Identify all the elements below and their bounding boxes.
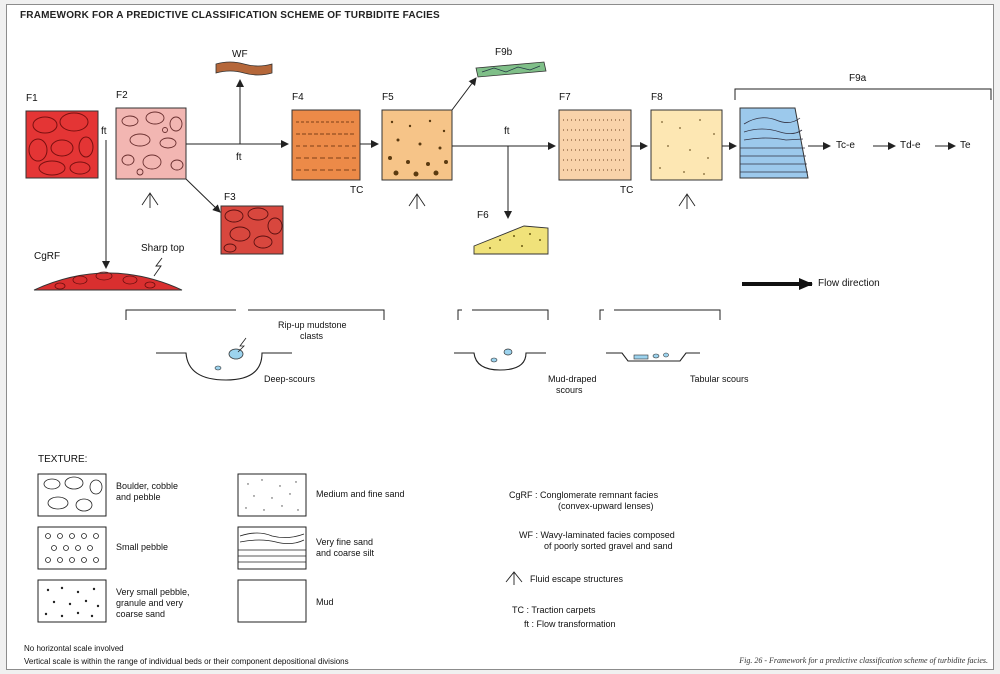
fluid-escape-symbols bbox=[141, 192, 696, 209]
facies-f6-wedge bbox=[473, 225, 549, 255]
label-ft-main: ft bbox=[236, 152, 242, 163]
facies-f3-box bbox=[220, 205, 284, 255]
label-tc-f4: TC bbox=[350, 185, 364, 196]
label-flow-direction: Flow direction bbox=[818, 278, 880, 289]
deep-scour-profile bbox=[156, 337, 292, 381]
mud-draped-scour-profile bbox=[454, 348, 546, 371]
texture-small-pebble-swatch bbox=[37, 526, 107, 570]
texture-mud-swatch bbox=[237, 579, 307, 623]
label-f9a: F9a bbox=[849, 73, 867, 84]
label-wf: WF bbox=[232, 49, 248, 60]
legend-wf-2: of poorly sorted gravel and sand bbox=[544, 541, 673, 551]
note-vertical-scale: Vertical scale is within the range of in… bbox=[24, 657, 349, 666]
label-deep-scours: Deep-scours bbox=[264, 374, 316, 384]
label-tc-f7: TC bbox=[620, 185, 634, 196]
texture-med-fine: Medium and fine sand bbox=[316, 489, 405, 499]
label-cgrf: CgRF bbox=[34, 251, 61, 262]
texture-vsp-l2: granule and very bbox=[116, 598, 184, 608]
texture-vfs-l2: and coarse silt bbox=[316, 548, 375, 558]
label-f2: F2 bbox=[116, 90, 128, 101]
fluid-escape-legend-symbol bbox=[505, 571, 523, 585]
figure-caption: Fig. 26 - Framework for a predictive cla… bbox=[739, 656, 988, 665]
texture-vsp-l1: Very small pebble, bbox=[116, 587, 190, 597]
texture-very-fine-sand-swatch bbox=[237, 526, 307, 570]
label-tabular-scours: Tabular scours bbox=[690, 374, 749, 384]
legend-wf-1: WF : Wavy-laminated facies composed bbox=[519, 530, 675, 540]
f9a-bracket bbox=[734, 88, 992, 100]
texture-mud: Mud bbox=[316, 597, 334, 607]
label-f1: F1 bbox=[26, 93, 38, 104]
figure-title: FRAMEWORK FOR A PREDICTIVE CLASSIFICATIO… bbox=[20, 10, 440, 21]
label-ripup-1: Rip-up mudstone bbox=[278, 320, 347, 330]
facies-f8-box bbox=[650, 109, 723, 181]
label-f8: F8 bbox=[651, 92, 663, 103]
facies-f5-box bbox=[381, 109, 453, 181]
texture-vsp-l3: coarse sand bbox=[116, 609, 166, 619]
label-f7: F7 bbox=[559, 92, 571, 103]
label-f5: F5 bbox=[382, 92, 394, 103]
legend-tc: TC : Traction carpets bbox=[512, 605, 596, 615]
texture-vfs-l1: Very fine sand bbox=[316, 537, 374, 547]
facies-f1-box bbox=[25, 110, 99, 179]
texture-boulder-l2: and pebble bbox=[116, 492, 161, 502]
flow-line-main bbox=[102, 77, 956, 269]
legend-ft: ft : Flow transformation bbox=[524, 619, 616, 629]
tabular-scour-profile bbox=[606, 352, 700, 362]
facies-cgrf-lens bbox=[33, 257, 183, 291]
texture-small-pebble: Small pebble bbox=[116, 542, 169, 552]
texture-medium-fine-sand-swatch bbox=[237, 473, 307, 517]
label-f9b: F9b bbox=[495, 47, 513, 58]
texture-heading: TEXTURE: bbox=[38, 454, 88, 465]
scour-brackets bbox=[125, 309, 721, 320]
facies-f2-box bbox=[115, 107, 187, 180]
label-f4: F4 bbox=[292, 92, 304, 103]
texture-boulder-swatch bbox=[37, 473, 107, 517]
label-mud-draped-2: scours bbox=[556, 385, 583, 395]
label-ft-f1: ft bbox=[101, 126, 107, 137]
label-mud-draped-1: Mud-draped bbox=[548, 374, 597, 384]
label-te: Te bbox=[960, 140, 971, 151]
label-tce: Tc-e bbox=[836, 140, 855, 151]
texture-very-small-pebble-swatch bbox=[37, 579, 107, 623]
facies-f9a-box bbox=[739, 107, 809, 179]
label-f3: F3 bbox=[224, 192, 236, 203]
facies-f4-box bbox=[291, 109, 361, 181]
label-tde: Td-e bbox=[900, 140, 921, 151]
facies-wf-bed bbox=[215, 61, 273, 76]
legend-cgrf-1: CgRF : Conglomerate remnant facies bbox=[509, 490, 659, 500]
texture-boulder-l1: Boulder, cobble bbox=[116, 481, 179, 491]
label-ft-f5: ft bbox=[504, 126, 510, 137]
facies-f9b-bed bbox=[475, 61, 547, 78]
label-f6: F6 bbox=[477, 210, 489, 221]
label-sharp-top: Sharp top bbox=[141, 243, 185, 254]
legend-fluid: Fluid escape structures bbox=[530, 574, 624, 584]
label-ripup-2: clasts bbox=[300, 331, 324, 341]
note-horizontal-scale: No horizontal scale involved bbox=[24, 644, 124, 653]
legend-cgrf-2: (convex-upward lenses) bbox=[558, 501, 654, 511]
facies-f7-box bbox=[558, 109, 632, 181]
